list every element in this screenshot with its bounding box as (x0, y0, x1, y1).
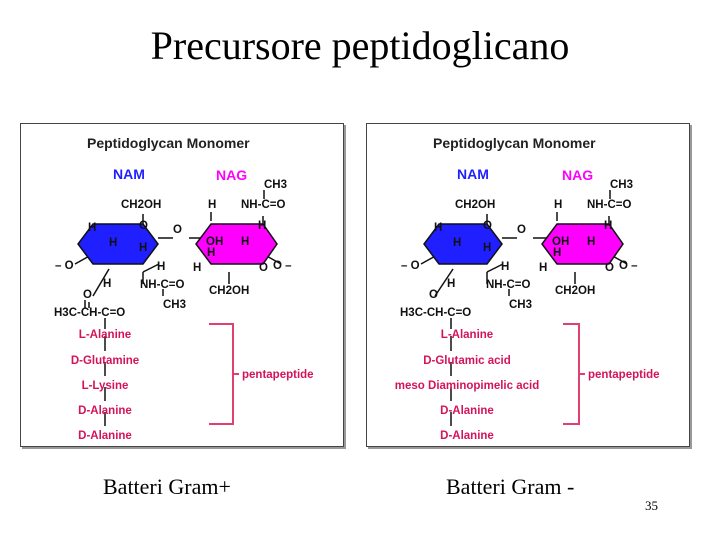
oh-nag: OH (206, 236, 223, 248)
h-nag-2: H (604, 220, 612, 232)
nag-ch3: CH3 (264, 179, 287, 191)
nam-amide: NH-C=O (140, 279, 184, 291)
glyco-right: O – (619, 260, 638, 272)
h-nag-1: H (208, 199, 216, 211)
nam-amide: NH-C=O (486, 279, 530, 291)
h-nam-2: H (109, 237, 117, 249)
slide-title: Precursore peptidoglicano (150, 23, 570, 68)
h-nag-1: H (554, 199, 562, 211)
diagram-heading: Peptidoglycan Monomer (433, 135, 596, 151)
nag-label: NAG (216, 167, 247, 183)
ring-o-nam: O (483, 220, 492, 232)
nam-ch2oh: CH2OH (121, 199, 161, 211)
h-nag-5: H (539, 262, 547, 274)
h-nam-1: H (88, 222, 96, 234)
diagram-heading: Peptidoglycan Monomer (87, 135, 250, 151)
amino-acid-3: L-Lysine (82, 380, 129, 392)
amino-acid-5: D-Alanine (440, 430, 494, 442)
panel-gram-negative: Peptidoglycan Monomer NAM NAG (366, 123, 690, 447)
pentapeptide-bracket (209, 323, 234, 425)
nag-label: NAG (562, 167, 593, 183)
ring-o-nag: O (259, 262, 268, 274)
nam-lactyl: H3C-CH-C=O (54, 307, 125, 319)
nag-amide: NH-C=O (241, 199, 285, 211)
glyco-left: – O (401, 260, 420, 272)
panel-gram-positive: Peptidoglycan Monomer NAM NAG (20, 123, 344, 447)
h-nam-4: H (501, 261, 509, 273)
nam-amide-ch3: CH3 (163, 299, 186, 311)
nag-ch3: CH3 (610, 179, 633, 191)
h-nam-5: H (103, 278, 111, 290)
amino-acid-1: L-Alanine (441, 329, 493, 341)
h-nag-3: H (587, 236, 595, 248)
amino-acid-5: D-Alanine (78, 430, 132, 442)
nag-amide: NH-C=O (587, 199, 631, 211)
amino-acid-2: D-Glutamine (71, 355, 139, 367)
amino-acid-4: D-Alanine (78, 405, 132, 417)
amino-acid-1: L-Alanine (79, 329, 131, 341)
peptidoglycan-monomer-diagram-gram-negative: Peptidoglycan Monomer NAM NAG (395, 135, 660, 442)
glyco-left: – O (55, 260, 74, 272)
nag-ring (195, 223, 278, 265)
amino-acid-4: D-Alanine (440, 405, 494, 417)
oh-nag: OH (552, 236, 569, 248)
h-nam-3: H (139, 242, 147, 254)
nam-label: NAM (457, 166, 489, 182)
h-nag-2: H (258, 220, 266, 232)
ring-o-nam: O (139, 220, 148, 232)
nam-ch2oh: CH2OH (455, 199, 495, 211)
nag-ch2oh: CH2OH (209, 285, 249, 297)
h-nam-5: H (447, 278, 455, 290)
h-nam-4: H (157, 261, 165, 273)
nag-ring (541, 223, 624, 265)
amino-acid-2: D-Glutamic acid (423, 355, 511, 367)
peptidoglycan-monomer-diagram-gram-positive: Peptidoglycan Monomer NAM NAG (54, 135, 314, 442)
caption-gram-positive: Batteri Gram+ (103, 474, 231, 499)
h-nam-3: H (483, 242, 491, 254)
page-number: 35 (645, 498, 658, 513)
lactyl-o: O (429, 289, 438, 301)
nam-label: NAM (113, 166, 145, 182)
ring-o-nag: O (605, 262, 614, 274)
nam-amide-ch3: CH3 (509, 299, 532, 311)
glyco-right: O – (273, 260, 292, 272)
h-nam-1: H (434, 222, 442, 234)
nag-ch2oh: CH2OH (555, 285, 595, 297)
h-nag-5: H (193, 262, 201, 274)
nam-ring (423, 223, 503, 265)
nam-lactyl: H3C-CH-C=O (400, 307, 471, 319)
pentapeptide-bracket (563, 323, 580, 425)
h-nag-4: H (553, 247, 561, 259)
lactyl-o: O (83, 289, 92, 301)
amino-acid-3: meso Diaminopimelic acid (395, 380, 539, 392)
pentapeptide-label: pentapeptide (242, 369, 314, 381)
glycosidic-o: O (173, 224, 182, 236)
nam-ring (77, 223, 159, 265)
caption-gram-negative: Batteri Gram - (446, 474, 575, 499)
pentapeptide-label: pentapeptide (588, 369, 660, 381)
h-nag-3: H (241, 236, 249, 248)
glycosidic-o: O (517, 224, 526, 236)
h-nam-2: H (453, 237, 461, 249)
h-nag-4: H (207, 247, 215, 259)
